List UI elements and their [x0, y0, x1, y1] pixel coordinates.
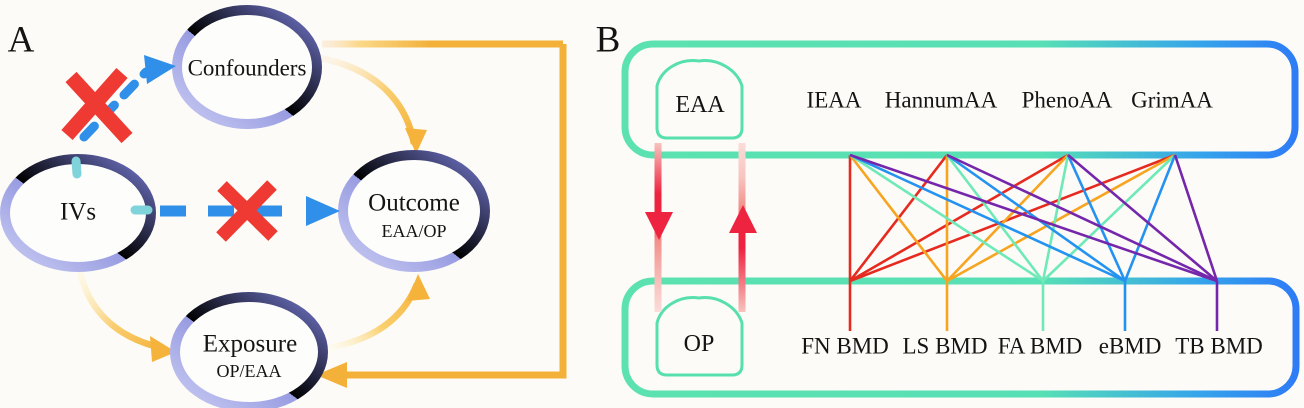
label-grimaa: GrimAA	[1131, 87, 1213, 113]
bipartite-network	[848, 153, 1219, 331]
connection-line	[849, 153, 1126, 283]
gold-curve-confounders-outcome	[319, 54, 418, 145]
gold-curve-exposure-outcome	[321, 282, 421, 353]
label-fa-bmd: FA BMD	[997, 333, 1083, 359]
gold-arrowhead-into-outcome-bottom	[407, 274, 430, 301]
label-phenoaa: PhenoAA	[1021, 87, 1113, 113]
label-fn-bmd: FN BMD	[801, 333, 889, 359]
label-ebmd: eBMD	[1098, 333, 1162, 359]
panel-a-label: A	[7, 19, 35, 61]
exposure-sublabel: OP/EAA	[216, 361, 282, 381]
red-arrow-down-head	[645, 212, 673, 240]
red-cross-ivs-outcome	[216, 180, 278, 242]
ivs-label: IVs	[59, 198, 97, 226]
connection-line	[848, 154, 949, 282]
outcome-ellipse	[338, 150, 490, 272]
connection-line	[849, 153, 1176, 283]
eaa-tag-shape	[655, 59, 744, 140]
blue-arrowhead-outcome	[306, 196, 340, 226]
eaa-box	[621, 40, 1299, 159]
op-box	[621, 277, 1300, 398]
cyan-dash-ivs-top	[71, 156, 82, 179]
gold-arrowhead-into-exposure-left	[150, 336, 176, 362]
red-cross-ivs-confounders	[61, 68, 133, 144]
connection-line	[1173, 154, 1219, 282]
connection-line	[849, 153, 1218, 283]
label-hannumaa: HannumAA	[884, 87, 998, 113]
label-ieaa: IEAA	[806, 87, 862, 113]
exposure-ellipse	[170, 292, 328, 408]
outcome-sublabel: EAA/OP	[381, 221, 447, 241]
confounders-label: Confounders	[187, 55, 307, 81]
op-tag-shape	[655, 296, 744, 377]
connection-line	[849, 153, 1069, 283]
connection-line	[1067, 154, 1218, 282]
dashed-arrow-ivs-confounders	[79, 67, 151, 142]
connection-line	[1123, 154, 1177, 282]
confounders-ellipse	[172, 5, 322, 129]
eaa-tag-label: EAA	[675, 92, 725, 118]
op-tag-label: OP	[683, 331, 715, 357]
blue-arrowhead-confounders	[144, 55, 176, 84]
connection-line	[946, 153, 1218, 283]
gold-arrowhead-into-outcome-top	[405, 128, 427, 154]
label-ls-bmd: LS BMD	[902, 333, 988, 359]
panel-b-label: B	[595, 19, 621, 61]
exposure-label: Exposure	[202, 330, 298, 358]
connection-line	[1041, 154, 1070, 282]
outcome-label: Outcome	[368, 189, 460, 217]
gold-feedback-side-segment	[344, 44, 567, 379]
connection-line	[849, 153, 1044, 283]
gold-curve-ivs-exposure	[75, 267, 163, 352]
connection-line	[1042, 154, 1176, 282]
connection-line	[946, 153, 1176, 283]
red-arrow-up-head	[729, 205, 757, 233]
label-tb-bmd: TB BMD	[1175, 333, 1263, 359]
connection-line	[945, 154, 1045, 282]
connection-line	[1066, 154, 1127, 282]
gold-arrowhead-into-exposure	[316, 362, 347, 388]
connection-line	[946, 154, 1069, 282]
